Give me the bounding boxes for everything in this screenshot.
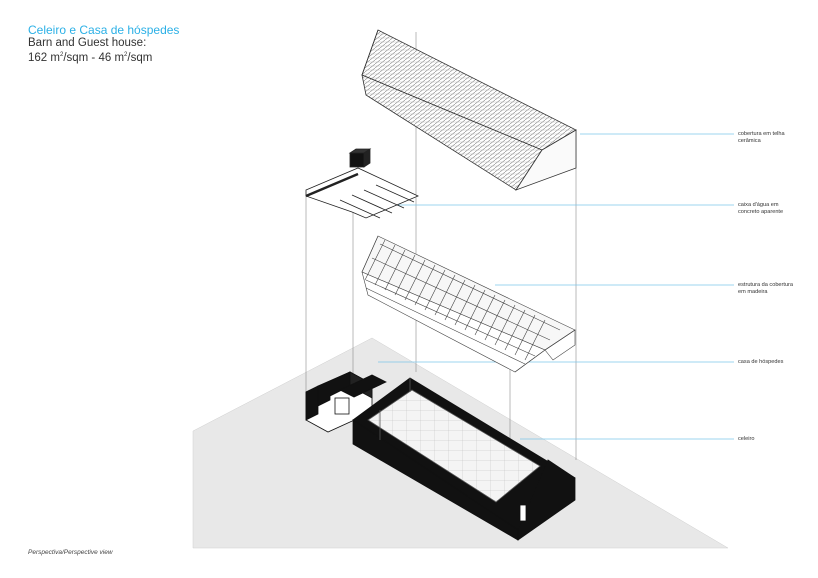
caption: Perspectiva/Perspective view — [28, 549, 113, 556]
timber-roof-structure — [361, 235, 576, 373]
title-area: 162 m2/sqm - 46 m2/sqm — [28, 51, 153, 64]
title-portuguese: Celeiro e Casa de hóspedes — [28, 23, 180, 37]
title-block: Celeiro e Casa de hóspedes Barn and Gues… — [28, 24, 179, 64]
barn — [352, 377, 576, 541]
tiled-roof — [361, 29, 577, 191]
title-english: Barn and Guest house: — [28, 36, 147, 49]
label-guest-house: casa de hóspedes — [738, 359, 784, 365]
guest-house — [305, 371, 387, 433]
label-barn: celeiro — [738, 436, 755, 442]
leader-lines — [378, 133, 734, 440]
water-tank-platform — [305, 148, 419, 219]
